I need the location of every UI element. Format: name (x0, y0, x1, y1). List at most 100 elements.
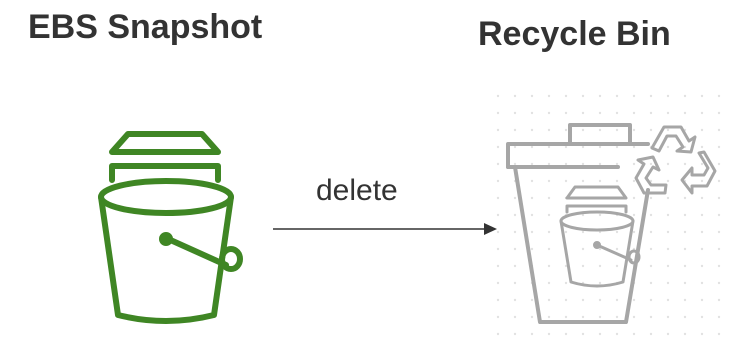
grid-dot (530, 332, 534, 336)
grid-dot (581, 111, 585, 115)
ebs-snapshot-title: EBS Snapshot (28, 8, 263, 46)
grid-dot (581, 179, 585, 183)
grid-dot (564, 315, 568, 319)
grid-dot (598, 247, 602, 251)
grid-dot (666, 128, 670, 132)
grid-dot (666, 315, 670, 319)
grid-dot (581, 213, 585, 217)
grid-dot (547, 264, 551, 268)
grid-dot (666, 247, 670, 251)
grid-dot (564, 264, 568, 268)
grid-dot (564, 230, 568, 234)
grid-dot (700, 230, 704, 234)
grid-dot (632, 298, 636, 302)
grid-dot (564, 162, 568, 166)
grid-dot (530, 230, 534, 234)
grid-dot (496, 128, 500, 132)
grid-dot (683, 230, 687, 234)
grid-dot (666, 264, 670, 268)
grid-dot (700, 128, 704, 132)
grid-dot (615, 128, 619, 132)
grid-dot (632, 128, 636, 132)
grid-dot (547, 247, 551, 251)
grid-dot (513, 315, 517, 319)
grid-dot (513, 213, 517, 217)
grid-dot (700, 264, 704, 268)
grid-dot (530, 94, 534, 98)
grid-dot (598, 162, 602, 166)
grid-dot (717, 111, 721, 115)
grid-dot (666, 179, 670, 183)
grid-dot (615, 179, 619, 183)
grid-dot (598, 213, 602, 217)
grid-dot (513, 128, 517, 132)
grid-dot (530, 298, 534, 302)
grid-dot (649, 128, 653, 132)
grid-dot (547, 315, 551, 319)
grid-dot (564, 298, 568, 302)
grid-dot (666, 94, 670, 98)
grid-dot (513, 332, 517, 336)
grid-dot (581, 145, 585, 149)
arrowhead-icon (484, 223, 497, 235)
grid-dot (496, 213, 500, 217)
grid-dot (496, 145, 500, 149)
bin-body-icon (513, 165, 650, 324)
delete-label: delete (316, 174, 398, 207)
grid-dot (513, 162, 517, 166)
grid-dot (683, 247, 687, 251)
grid-dot (496, 162, 500, 166)
grid-dot (496, 94, 500, 98)
grid-dot (632, 332, 636, 336)
grid-dot (547, 111, 551, 115)
grid-dot (547, 145, 551, 149)
grid-dot (513, 94, 517, 98)
grid-dot (717, 230, 721, 234)
grid-dot (632, 179, 636, 183)
grid-dot (564, 179, 568, 183)
grid-dot (564, 111, 568, 115)
grid-dot (615, 94, 619, 98)
dot-grid-background (496, 94, 721, 336)
grid-dot (547, 281, 551, 285)
grid-dot (717, 332, 721, 336)
grid-dot (649, 230, 653, 234)
grid-dot (496, 247, 500, 251)
grid-dot (530, 247, 534, 251)
grid-dot (513, 298, 517, 302)
grid-dot (598, 111, 602, 115)
bucket-body-icon (98, 194, 234, 324)
grid-dot (598, 145, 602, 149)
bucket-rivet-icon (159, 232, 173, 246)
grid-dot (615, 315, 619, 319)
grid-dot (547, 128, 551, 132)
grid-dot (632, 111, 636, 115)
grid-dot (666, 298, 670, 302)
grid-dot (530, 179, 534, 183)
grid-dot (649, 111, 653, 115)
grid-dot (717, 179, 721, 183)
grid-dot (700, 298, 704, 302)
grid-dot (564, 332, 568, 336)
grid-dot (547, 230, 551, 234)
grid-dot (530, 128, 534, 132)
grid-dot (683, 145, 687, 149)
grid-dot (649, 196, 653, 200)
grid-dot (615, 145, 619, 149)
grid-dot (513, 281, 517, 285)
grid-dot (700, 281, 704, 285)
grid-dot (717, 162, 721, 166)
grid-dot (496, 179, 500, 183)
grid-dot (598, 298, 602, 302)
grid-dot (666, 213, 670, 217)
ebs-snapshot-bucket-icon (98, 131, 243, 324)
grid-dot (513, 111, 517, 115)
grid-dot (632, 213, 636, 217)
grid-dot (496, 111, 500, 115)
bucket-handle-icon (163, 235, 229, 268)
delete-arrow (273, 223, 497, 235)
grid-dot (598, 332, 602, 336)
grid-dot (632, 145, 636, 149)
grid-dot (649, 332, 653, 336)
recycle-bin-title: Recycle Bin (478, 15, 671, 53)
